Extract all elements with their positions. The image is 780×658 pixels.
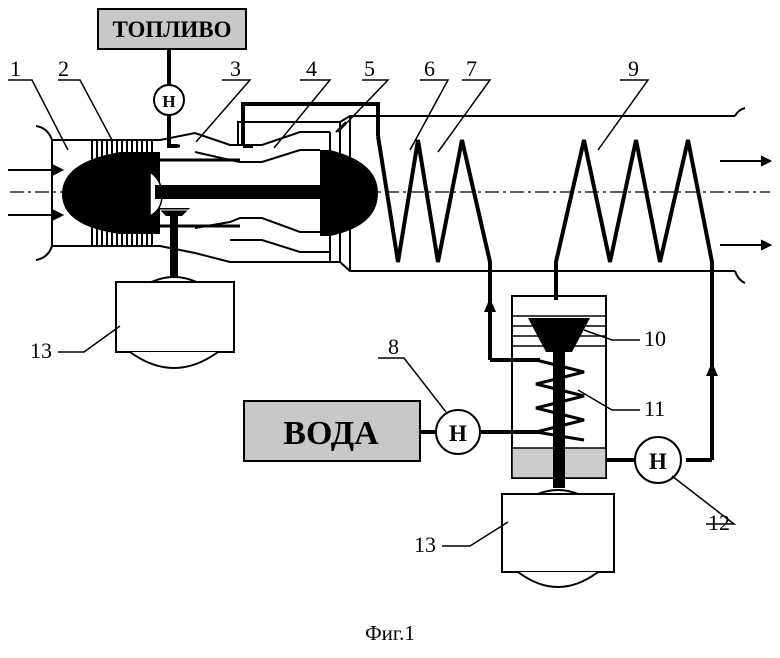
- exhaust-flare-top: [734, 107, 746, 117]
- piston-rod-lower: [553, 448, 565, 488]
- pump-12: Н: [606, 436, 682, 484]
- number-labels: 1 2 3 4 5 6 7 8 9 10 11 12 13 13: [10, 56, 730, 557]
- inlet-arrows: [8, 164, 65, 221]
- fuel-line-injector: [167, 115, 178, 148]
- inlet-arrowhead-bottom: [53, 209, 65, 221]
- spring-11: [535, 358, 585, 442]
- exhaust-flare-bottom: [734, 270, 746, 284]
- inlet-arrowhead-top: [53, 164, 65, 176]
- main-shaft: [155, 185, 340, 199]
- bleed-pipe: [241, 102, 380, 146]
- label-7: 7: [466, 56, 477, 81]
- casing-top: [52, 115, 735, 146]
- inlet-bell: [35, 125, 53, 261]
- arrow-up-1: [484, 298, 496, 312]
- label-11: 11: [644, 396, 665, 421]
- label-1: 1: [10, 56, 21, 81]
- label-6: 6: [424, 56, 435, 81]
- outlet-arrows: [720, 155, 773, 251]
- piston-10: [528, 318, 590, 352]
- combustor-inner-bottom: [194, 217, 320, 233]
- label-13-lower: 13: [414, 532, 436, 557]
- generator-2: [501, 489, 615, 588]
- generator-1: [115, 276, 235, 369]
- figure-caption: Фиг.1: [365, 621, 415, 645]
- fuel-box: [97, 8, 247, 50]
- compressor-rotor: [62, 152, 160, 234]
- turbine-rotor: [320, 150, 378, 236]
- drive-shaft-1: [170, 216, 178, 278]
- coil-7: [376, 135, 492, 300]
- label-4: 4: [306, 56, 317, 81]
- water-label: ВОДА: [283, 415, 379, 452]
- outlet-arrowhead-top: [761, 155, 773, 167]
- bevel-gear-1: [158, 208, 190, 216]
- fuel-label: ТОПЛИВО: [112, 17, 231, 42]
- pump12-symbol: Н: [649, 449, 667, 474]
- fuel-pump-symbol: Н: [162, 92, 175, 111]
- label-12: 12: [708, 510, 730, 535]
- leader-lines: [8, 79, 737, 547]
- outlet-arrowhead-bottom: [761, 239, 773, 251]
- label-5: 5: [364, 56, 375, 81]
- arrow-up-2: [706, 362, 718, 376]
- pump12-icon: [634, 436, 682, 484]
- generator-2-body: [501, 493, 615, 573]
- generator-1-bottom-arc: [129, 351, 219, 369]
- gear-drive-1: [158, 208, 190, 278]
- label-13-upper: 13: [30, 338, 52, 363]
- fuel-supply: ТОПЛИВО Н: [97, 8, 247, 148]
- steam-engine: [511, 295, 607, 488]
- label-2: 2: [58, 56, 69, 81]
- generator-2-bottom-arc: [517, 571, 599, 588]
- label-10: 10: [644, 326, 666, 351]
- water-pump-symbol: Н: [449, 421, 467, 446]
- coil-9: [554, 139, 714, 460]
- generator-1-body: [115, 281, 235, 353]
- label-8: 8: [388, 334, 399, 359]
- label-9: 9: [628, 56, 639, 81]
- water-supply: ВОДА Н: [243, 400, 540, 462]
- combustor-outer-bottom: [230, 239, 330, 253]
- label-3: 3: [230, 56, 241, 81]
- turbine-hatch: [335, 121, 347, 133]
- casing-bottom: [52, 245, 735, 272]
